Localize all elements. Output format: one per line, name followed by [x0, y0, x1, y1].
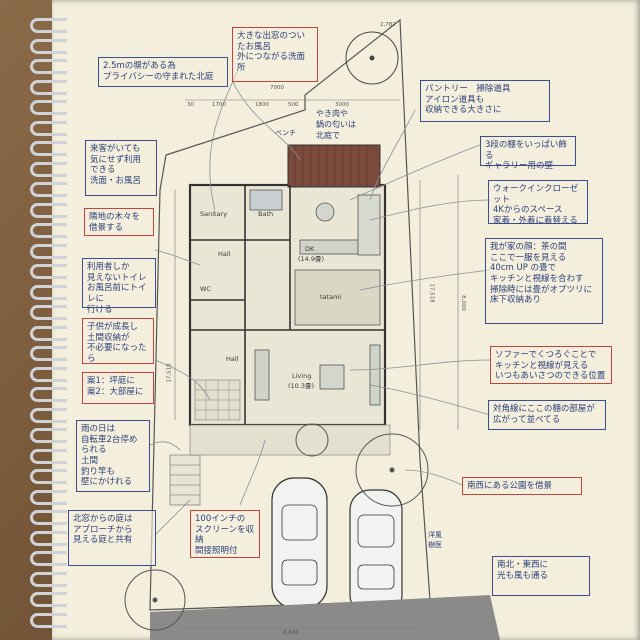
room-label-hall-1: Hall: [218, 250, 231, 258]
binding-ring: [30, 161, 67, 177]
note-rain-doma: 雨の日は 自転車2台停められる 土間 釣り竿も 壁にかけれる: [76, 420, 150, 492]
binding-ring: [30, 366, 67, 382]
note-kids-idea: 案1：坪庭に 案2：大部屋に: [82, 372, 154, 404]
dining-table: [315, 202, 335, 222]
kitchen-cabinets: [357, 194, 381, 256]
binding-ring: [30, 18, 67, 33]
binding-ring: [30, 346, 67, 361]
binding-ring: [30, 428, 67, 443]
note-pantry: パントリー 掃除道具 アイロン道具も 収納できる大きさに: [420, 80, 550, 122]
note-kids: 子供が成長し 土間収納が 不必要になったら: [82, 318, 154, 364]
room-label-bath: Bath: [258, 210, 274, 218]
leader-lines: [149, 69, 491, 536]
binding-ring: [30, 264, 67, 279]
binding-ring: [30, 79, 67, 95]
entrance-tiles: [194, 379, 241, 421]
note-approach: 北窓からの庭は アプローチから 見える庭と共有: [68, 510, 156, 566]
room-label-living: Living: [292, 372, 312, 380]
terrace: [189, 424, 391, 456]
binding-ring: [30, 510, 67, 525]
binding-ring: [30, 284, 67, 300]
dim-left-total: 17,518: [166, 363, 173, 383]
note-sun-wind: 南北・東西に 光も風も通る: [492, 556, 590, 596]
binding-ring: [30, 305, 67, 320]
note-bench: ベンチ: [275, 129, 296, 137]
note-gallery-wall: 3段の棚をいっぱい飾る ギャラリー用の壁: [480, 136, 576, 171]
bathtub: [249, 189, 283, 211]
note-closet: ウォークインクローゼット 4Kからのスペース 家着・外着に着替える: [488, 180, 588, 226]
note-plants: 隣地の木々を 借景する: [84, 208, 154, 236]
binding-ring: [30, 100, 67, 115]
binding-ring: [30, 469, 67, 484]
binding-ring: [30, 551, 67, 566]
binding-ring: [30, 387, 67, 402]
dim-d3: 500: [288, 102, 299, 108]
room-label-sanitary: Sanitary: [200, 210, 228, 218]
binding-ring: [30, 448, 67, 464]
binding-ring: [30, 141, 67, 156]
note-sofa: ソファーでくつろぐことで キッチンと視線が見える いつもあいさつのできる位置: [490, 346, 612, 384]
room-label-living-size: (10.3畳): [288, 382, 315, 390]
binding-ring: [30, 612, 67, 628]
car-1: [271, 477, 328, 609]
note-park: 南西にある公園を借景: [462, 477, 582, 495]
binding-ring: [30, 243, 67, 259]
note-kitchen-view: 我が家の顔：茶の間 ここで一服を見える 40cm UP の畳で キッチンと視線を…: [485, 238, 603, 324]
dim-d2: 1800: [255, 102, 269, 108]
dim-top-total: 7000: [270, 85, 284, 91]
dim-inner: 8,000: [459, 295, 466, 311]
binding-ring: [30, 202, 67, 218]
note-north-garden: 2.5mの塀がある為 プライバシーの守まれた北庭: [98, 57, 228, 87]
car-2: [349, 489, 403, 616]
binding-ring: [30, 120, 67, 136]
dim-bottom-total: 8,836: [283, 630, 299, 636]
binding-ring: [30, 592, 67, 607]
note-diagonal: 対角線にここの棚の部屋が 広がって並べてる: [488, 400, 606, 430]
binding-ring: [30, 489, 67, 505]
note-screen: 100インチの スクリーンを収納 間接照明付: [190, 510, 260, 558]
room-label-hall-2: Hall: [226, 355, 239, 363]
binding-ring: [30, 571, 67, 587]
binding-ring: [30, 407, 67, 423]
room-label-tatami: tatami: [320, 293, 342, 301]
tree-east: [295, 423, 329, 457]
note-guests: 来客がいても 気にせず利用 できる 洗面・お風呂: [85, 140, 157, 196]
binding-ring: [30, 38, 67, 54]
dimension-lines: [174, 99, 459, 629]
note-bath-window: 大きな出窓のついたお風呂 外につながる洗面所: [232, 27, 318, 82]
road: [150, 595, 500, 640]
binding-ring: [30, 223, 67, 238]
binding-ring: [30, 530, 67, 546]
binding-ring: [30, 325, 67, 341]
note-west-tree: 洋風 樹医: [428, 531, 442, 549]
approach-steps: [169, 454, 201, 506]
room-label-dk: DK: [305, 245, 315, 253]
dim-d5: 30: [187, 102, 194, 108]
room-label-dk-size: (14.9畳): [298, 255, 325, 263]
dim-top-right: 2,782: [380, 22, 396, 28]
note-toilet: 利用者しか 見えないトイレ お風呂前にトイレに 行ける: [82, 258, 156, 315]
room-label-wc: WC: [200, 285, 211, 293]
binding-ring: [30, 182, 67, 197]
binding-ring: [30, 59, 67, 74]
dim-d4: 3000: [335, 102, 349, 108]
tree-north: [345, 31, 399, 85]
living-table: [319, 364, 345, 390]
tatami-area: [294, 269, 381, 326]
lot-boundary: [149, 18, 431, 611]
tv-board: [369, 344, 381, 406]
tree-southwest: [124, 569, 186, 631]
tree-southeast: [355, 433, 429, 507]
dim-right-total: 17,518: [428, 283, 435, 303]
dim-d1: 1700: [212, 102, 226, 108]
roof-hatch: [287, 144, 381, 188]
note-sky: やき肉や 鍋の匂いは 北庭で: [316, 109, 356, 140]
sofa: [254, 349, 270, 401]
